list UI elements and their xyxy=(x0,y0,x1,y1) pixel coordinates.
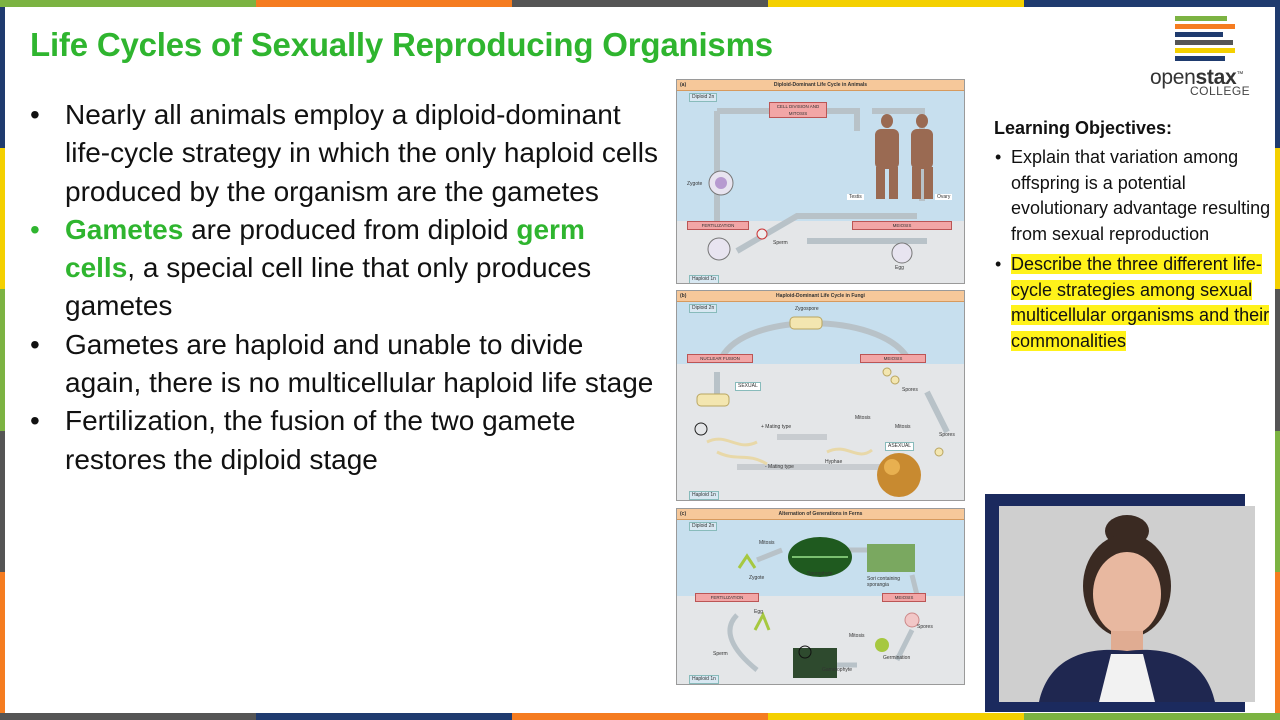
main-bullet-list: Nearly all animals employ a diploid-domi… xyxy=(28,96,658,479)
gametophyte-photo-icon xyxy=(793,648,837,678)
figure-c-header: (c)Alternation of Generations in Ferns xyxy=(677,509,964,520)
openstax-logo: openstax™ COLLEGE xyxy=(1150,16,1260,98)
logo-subtitle: COLLEGE xyxy=(1190,84,1251,98)
fertilized-cell-icon xyxy=(707,237,731,261)
zygospore-icon xyxy=(789,316,823,330)
bullet-item: Gametes are haploid and unable to divide… xyxy=(28,326,658,403)
objectives-list: Explain that variation among offspring i… xyxy=(994,145,1274,354)
term-gametes: Gametes xyxy=(65,213,184,245)
fungus-photo-icon xyxy=(877,453,921,497)
male-figure-icon xyxy=(875,114,899,199)
bullet-item: Nearly all animals employ a diploid-domi… xyxy=(28,96,658,211)
figure-b-header: (b)Haploid-Dominant Life Cycle in Fungi xyxy=(677,291,964,302)
logo-wordmark: openstax™ xyxy=(1150,66,1244,89)
left-color-bar xyxy=(0,7,5,714)
presenter-webcam xyxy=(985,494,1255,712)
objectives-heading: Learning Objectives: xyxy=(994,118,1173,138)
bullet-item: Fertilization, the fusion of the two gam… xyxy=(28,402,658,479)
bottom-color-bar xyxy=(0,713,1280,720)
fungi-cycle-illustration xyxy=(694,316,950,497)
magnify-circle-icon xyxy=(694,422,708,436)
top-color-bar xyxy=(0,0,1280,7)
learning-objectives: Learning Objectives: Explain that variat… xyxy=(994,118,1274,359)
slide-title: Life Cycles of Sexually Reproducing Orga… xyxy=(30,26,773,63)
fern-cycle-illustration xyxy=(727,537,920,678)
webcam-video xyxy=(999,506,1255,702)
egg-sprout-icon xyxy=(753,611,771,631)
animal-cycle-illustration xyxy=(707,108,933,264)
term-germ-cells: germ cells xyxy=(65,213,585,284)
presenter-avatar xyxy=(999,506,1255,702)
logo-stripes xyxy=(1175,16,1235,64)
egg-cell-icon xyxy=(891,242,913,264)
bullet-item: Gametes are produced from diploid germ c… xyxy=(28,211,658,326)
figure-fungi-life-cycle: (b)Haploid-Dominant Life Cycle in Fungi … xyxy=(676,290,965,501)
right-color-bar xyxy=(1275,7,1280,714)
figure-a-header: (a)Diploid-Dominant Life Cycle in Animal… xyxy=(677,80,964,91)
sexual-structure-icon xyxy=(696,393,730,407)
sori-photo-icon xyxy=(867,544,915,572)
objective-item-highlighted: Describe the three different life-cycle … xyxy=(994,252,1274,354)
sperm-icon xyxy=(756,228,768,240)
figure-animal-life-cycle: (a)Diploid-Dominant Life Cycle in Animal… xyxy=(676,79,965,284)
objective-item: Explain that variation among offspring i… xyxy=(994,145,1274,247)
female-figure-icon xyxy=(911,114,933,199)
figure-fern-life-cycle: (c)Alternation of Generations in Ferns D… xyxy=(676,508,965,685)
zygote-sprout-icon xyxy=(737,553,757,569)
